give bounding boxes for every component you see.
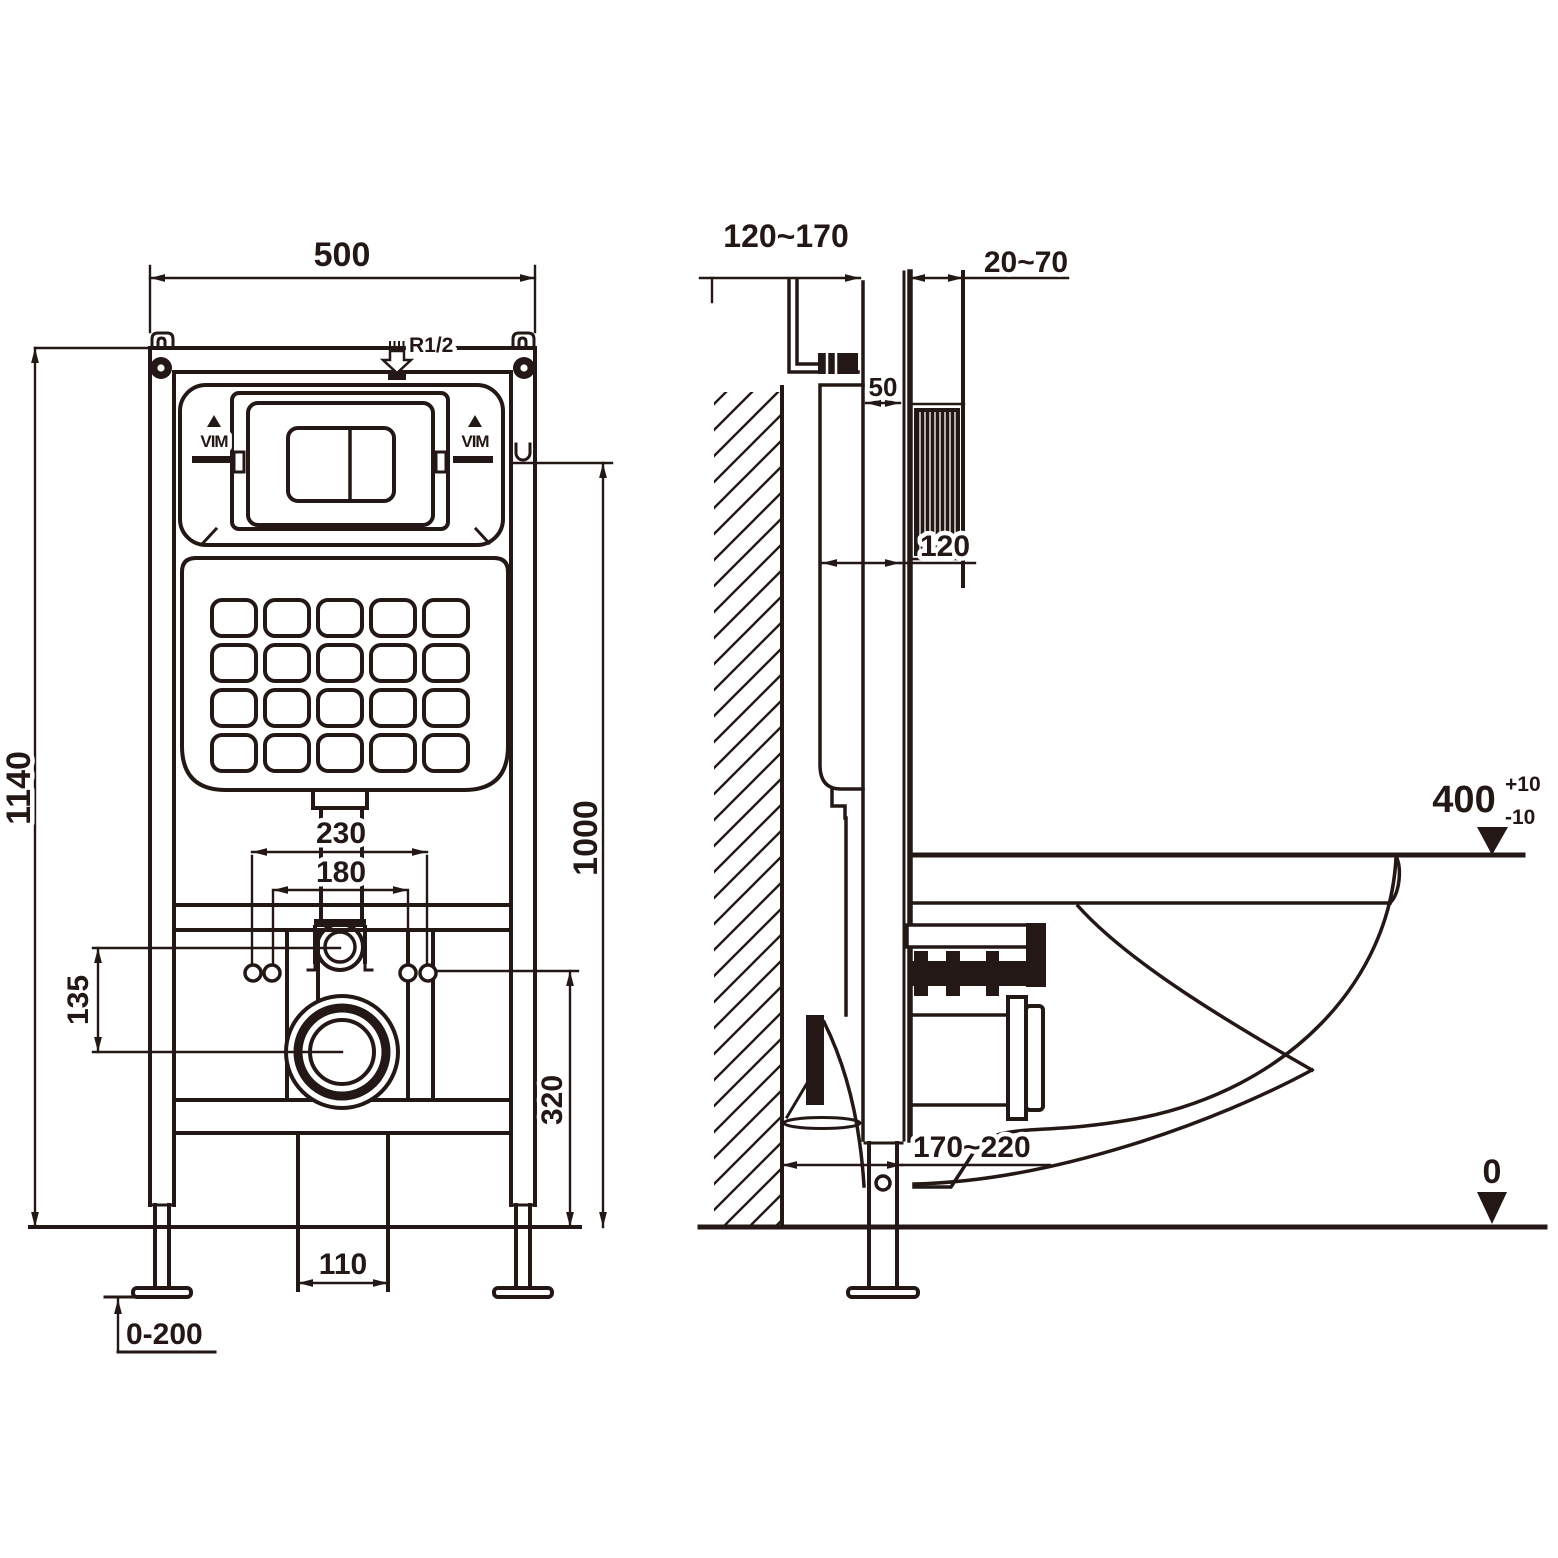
frame-profile-side (846, 269, 920, 1299)
front-view: R1/2 VIM VIM (0, 232, 614, 1356)
corner-bracket-right (511, 331, 536, 379)
dim-label-upper-height: 1000 (567, 800, 605, 876)
side-view: 120~170 20~70 50 120 400 +10 -10 170~220… (697, 214, 1548, 1299)
toilet-bowl-outline (907, 852, 1526, 1189)
dim-label-span-outer: 230 (316, 817, 366, 850)
plate-mark-left: VIM (192, 415, 234, 463)
dim-label-floor-level: 0 (1483, 1153, 1502, 1191)
dim-label-wall-finish: 20~70 (984, 246, 1068, 279)
floor-datum: 0 (1477, 1149, 1507, 1224)
drain-elbow (782, 1015, 866, 1188)
wall-section (714, 385, 784, 1229)
dim-label-outlet-height: 320 (536, 1075, 569, 1125)
brand-mark-right: VIM (461, 432, 489, 451)
fixing-holes (243, 963, 438, 983)
plate-mark-right: VIM (453, 415, 495, 463)
water-inlet-fitting: R1/2 (379, 330, 458, 380)
dim-label-frame-height: 1140 (0, 751, 38, 825)
brand-mark-left: VIM (200, 432, 228, 451)
flush-buttons (286, 426, 396, 503)
pan-fixing-bolts (905, 923, 1046, 996)
dim-label-frame-width: 500 (314, 236, 371, 274)
floor-level-marker-icon (1477, 1192, 1507, 1224)
cistern-tank (180, 555, 510, 792)
dim-label-rim-tol-plus: +10 (1505, 773, 1541, 796)
clip-mark (514, 442, 532, 462)
tank-cushion-grid (210, 598, 470, 773)
dim-label-span-inner: 180 (316, 856, 366, 889)
level-marker-icon (1477, 827, 1508, 855)
dim-label-foot-adjust: 0-200 (126, 1318, 203, 1351)
corner-bracket-left (150, 331, 175, 379)
inlet-arrow-icon (379, 349, 415, 375)
dim-label-cistern-depth: 120 (920, 530, 970, 563)
dim-label-profile-depth: 50 (869, 372, 898, 402)
dim-label-rim-height: 400 (1432, 779, 1495, 821)
front-dimensions: 500 1140 1000 230 180 135 320 110 0-200 (0, 232, 614, 1356)
dim-label-depth-to-wall: 120~170 (723, 218, 848, 254)
dim-label-inlet-thread: R1/2 (409, 334, 453, 357)
dim-label-offset-135: 135 (62, 975, 95, 1025)
dim-label-base-opening: 110 (319, 1248, 367, 1281)
flush-pipe (306, 788, 374, 972)
wall-bracket (787, 278, 860, 374)
flush-plate-housing: VIM VIM (178, 383, 532, 547)
rim-height-datum: 400 +10 -10 (1428, 769, 1545, 855)
reference-centerlines (91, 946, 344, 1054)
dim-label-rim-tol-minus: -10 (1505, 806, 1535, 829)
flush-actuator (910, 270, 966, 588)
adjustable-feet (131, 1203, 554, 1299)
cistern-profile (818, 383, 865, 1017)
side-dimensions: 120~170 20~70 50 120 400 +10 -10 170~220… (698, 214, 1545, 1224)
outlet-pipe (910, 995, 1045, 1121)
dim-label-outlet-distance: 170~220 (913, 1131, 1031, 1164)
